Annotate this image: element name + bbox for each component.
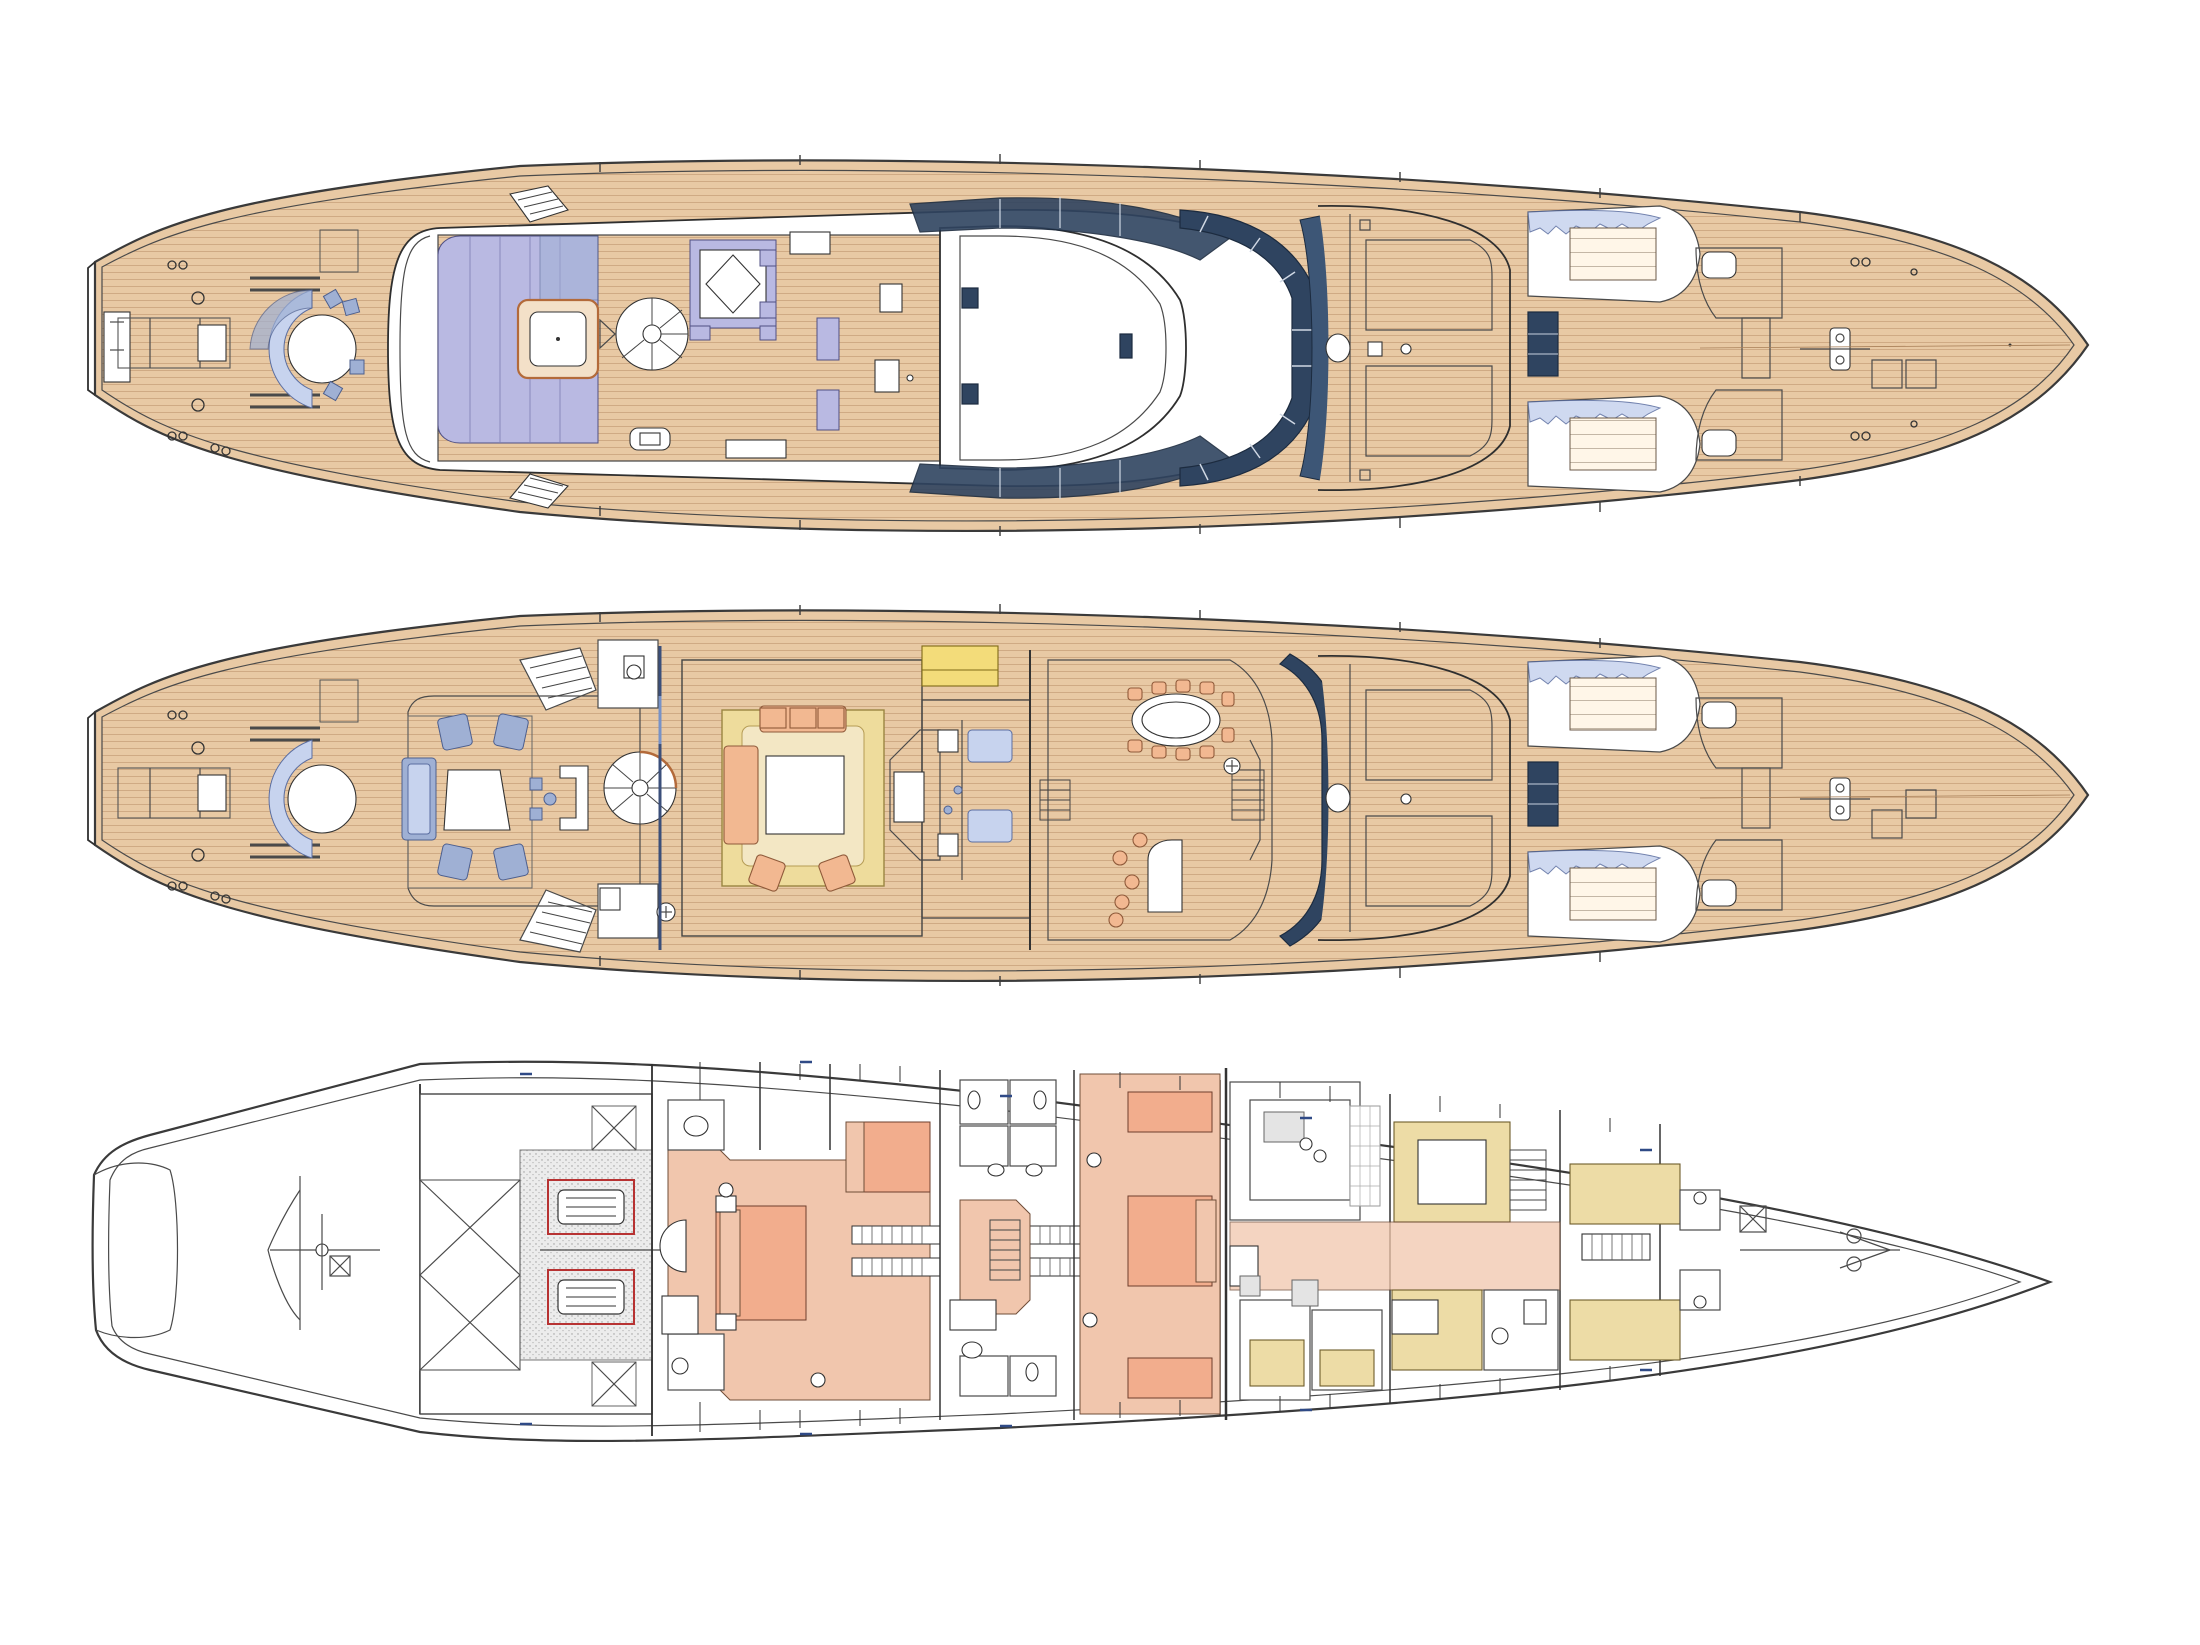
- tender-icon: [1527, 395, 1701, 493]
- lower-deck-plan: [91, 1060, 2054, 1443]
- tender-icon: [1527, 845, 1701, 943]
- lower-deck-hull: [91, 1060, 2054, 1443]
- spiral-stair-icon: [603, 750, 678, 825]
- sun-deck-plan: [87, 154, 2090, 536]
- tender-icon: [1527, 655, 1701, 753]
- tender-icon: [1527, 205, 1701, 303]
- anchor-windlass-icon: [1800, 327, 1870, 371]
- main-deck-plan: [87, 604, 2090, 986]
- spiral-stair-icon: [615, 297, 689, 371]
- anchor-windlass-icon: [1800, 777, 1870, 821]
